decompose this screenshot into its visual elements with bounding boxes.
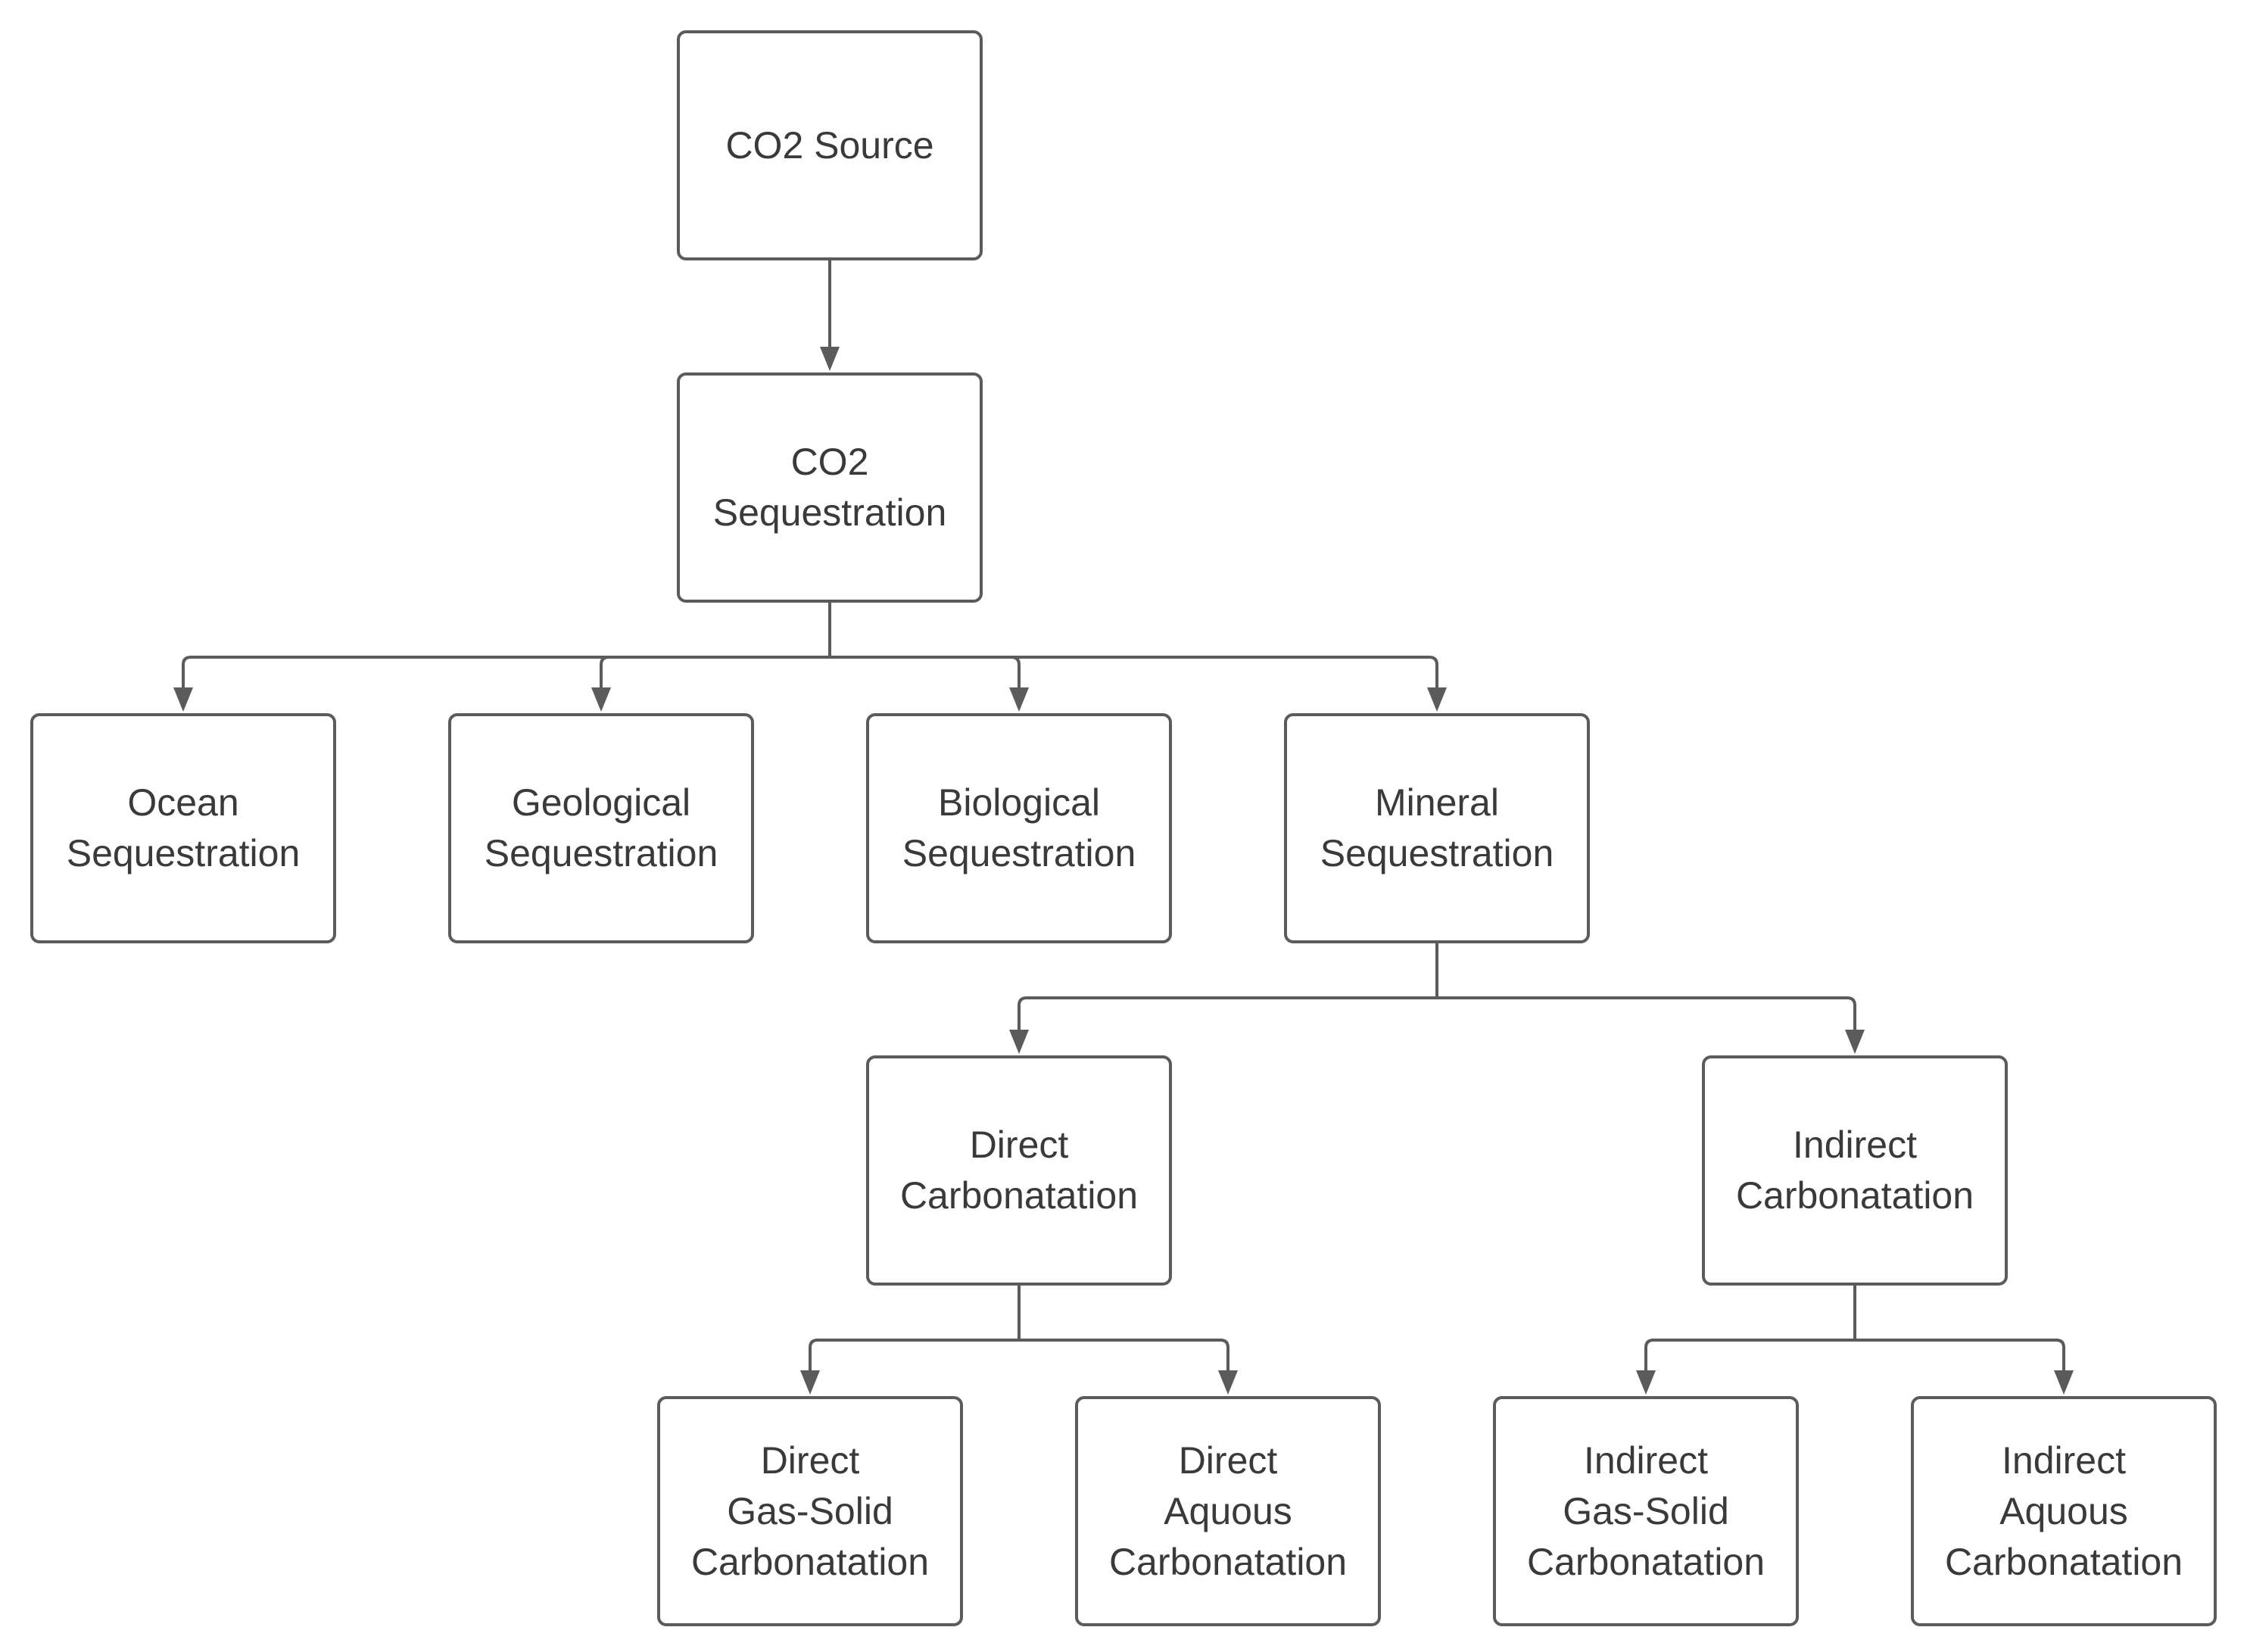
arrowhead-icon — [591, 687, 611, 712]
arrowhead-icon — [1009, 1030, 1029, 1054]
arrowhead-icon — [800, 1370, 820, 1395]
label-line: Gas-Solid — [1563, 1489, 1729, 1532]
connector-line — [1019, 1339, 1229, 1372]
node-direct-aquous-carbonatation: Direct Aquous Carbonatation — [1075, 1396, 1381, 1626]
label-line: Carbonatation — [1735, 1174, 1974, 1217]
arrowhead-icon — [1845, 1030, 1865, 1054]
label-line: Sequestration — [902, 832, 1136, 874]
label-line: CO2 — [790, 441, 869, 483]
node-ocean-sequestration-label: Ocean Sequestration — [67, 778, 301, 879]
node-indirect-aquous-carbonatation: Indirect Aquous Carbonatation — [1911, 1396, 2217, 1626]
label-line: Carbonatation — [1944, 1540, 2183, 1583]
label-line: Sequestration — [484, 832, 718, 874]
label-line: Aquous — [1999, 1489, 2128, 1532]
node-indirect-gas-solid-carbonatation: Indirect Gas-Solid Carbonatation — [1493, 1396, 1799, 1626]
node-direct-gas-solid-label: Direct Gas-Solid Carbonatation — [691, 1435, 929, 1588]
connector-line — [182, 656, 830, 689]
label-line: Sequestration — [1320, 832, 1554, 874]
node-mineral-sequestration-label: Mineral Sequestration — [1320, 778, 1554, 879]
label-line: Indirect — [1584, 1438, 1708, 1482]
node-direct-carbonatation: Direct Carbonatation — [866, 1055, 1172, 1286]
label-line: CO2 Source — [725, 123, 934, 167]
node-indirect-gas-solid-label: Indirect Gas-Solid Carbonatation — [1527, 1435, 1765, 1588]
label-line: Direct — [969, 1124, 1069, 1166]
node-biological-sequestration-label: Biological Sequestration — [902, 778, 1136, 879]
label-line: Geological — [511, 781, 691, 824]
node-indirect-carbonatation: Indirect Carbonatation — [1702, 1055, 2008, 1286]
node-co2-sequestration-label: CO2 Sequestration — [713, 437, 947, 538]
arrowhead-icon — [820, 347, 840, 371]
label-line: Biological — [937, 781, 1100, 824]
node-indirect-aquous-label: Indirect Aquous Carbonatation — [1945, 1435, 2183, 1588]
arrowhead-icon — [1427, 687, 1447, 712]
node-biological-sequestration: Biological Sequestration — [866, 713, 1172, 943]
connector-line — [1855, 1339, 2065, 1372]
connector-line — [830, 656, 1438, 689]
label-line: Sequestration — [66, 832, 301, 874]
node-mineral-sequestration: Mineral Sequestration — [1284, 713, 1590, 943]
arrowhead-icon — [1218, 1370, 1238, 1395]
label-line: Direct — [1178, 1438, 1278, 1482]
label-line: Indirect — [2002, 1438, 2126, 1482]
label-line: Aquous — [1164, 1489, 1292, 1532]
node-direct-aquous-label: Direct Aquous Carbonatation — [1109, 1435, 1347, 1588]
arrowhead-icon — [173, 687, 193, 712]
label-line: Direct — [760, 1438, 860, 1482]
node-ocean-sequestration: Ocean Sequestration — [30, 713, 336, 943]
label-line: Sequestration — [712, 491, 947, 534]
node-geological-sequestration: Geological Sequestration — [448, 713, 754, 943]
node-direct-gas-solid-carbonatation: Direct Gas-Solid Carbonatation — [657, 1396, 963, 1626]
label-line: Indirect — [1793, 1124, 1917, 1166]
node-co2-source: CO2 Source — [677, 30, 983, 260]
node-geological-sequestration-label: Geological Sequestration — [485, 778, 718, 879]
connector-line — [1018, 996, 1437, 1031]
label-line: Carbonatation — [1108, 1540, 1348, 1583]
connector-line — [830, 656, 1021, 689]
node-co2-sequestration: CO2 Sequestration — [677, 372, 983, 603]
label-line: Carbonatation — [1526, 1540, 1766, 1583]
connector-line — [1644, 1339, 1855, 1372]
node-indirect-carbonatation-label: Indirect Carbonatation — [1736, 1120, 1974, 1221]
connector-line — [809, 1339, 1019, 1372]
arrowhead-icon — [1636, 1370, 1656, 1395]
connector-line — [600, 656, 830, 689]
label-line: Mineral — [1375, 781, 1499, 824]
label-line: Carbonatation — [690, 1540, 930, 1583]
label-line: Carbonatation — [899, 1174, 1139, 1217]
arrowhead-icon — [2054, 1370, 2074, 1395]
node-co2-source-label: CO2 Source — [725, 120, 933, 171]
label-line: Gas-Solid — [727, 1489, 893, 1532]
connector-line — [1437, 996, 1856, 1031]
node-direct-carbonatation-label: Direct Carbonatation — [900, 1120, 1138, 1221]
arrowhead-icon — [1009, 687, 1029, 712]
label-line: Ocean — [127, 781, 239, 824]
